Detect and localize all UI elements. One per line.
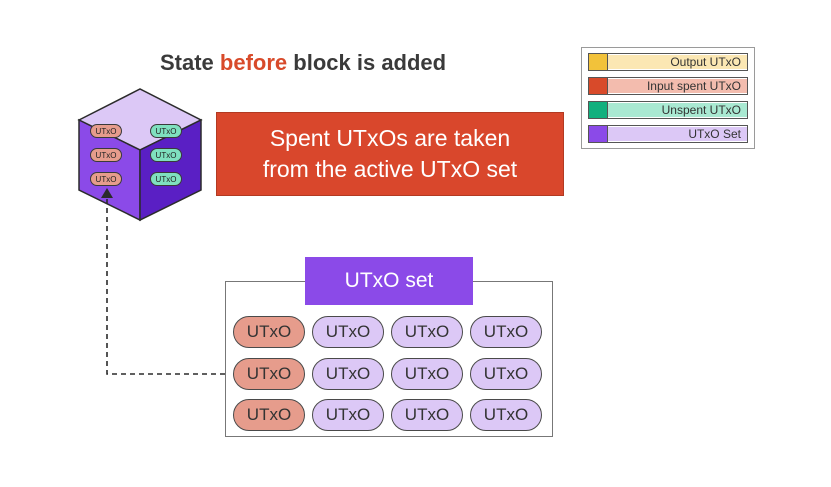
utxo-pill-unspent: UTxO <box>312 316 384 348</box>
cube-utxo-unspent: UTxO <box>150 172 182 186</box>
legend-item-unspent: Unspent UTxO <box>588 101 748 119</box>
title-prefix: State <box>160 50 220 75</box>
utxo-pill-unspent: UTxO <box>312 399 384 431</box>
legend-label-unspent: Unspent UTxO <box>608 103 747 117</box>
diagram-title: State before block is added <box>160 50 446 76</box>
legend: Output UTxO Input spent UTxO Unspent UTx… <box>581 47 755 149</box>
legend-item-output: Output UTxO <box>588 53 748 71</box>
utxo-pill-unspent: UTxO <box>391 358 463 390</box>
cube-utxo-spent: UTxO <box>90 172 122 186</box>
cube-utxo-spent: UTxO <box>90 148 122 162</box>
legend-item-input-spent: Input spent UTxO <box>588 77 748 95</box>
utxo-pill-spent: UTxO <box>233 358 305 390</box>
legend-label-output: Output UTxO <box>608 55 747 69</box>
utxo-set-header: UTxO set <box>305 257 473 305</box>
legend-swatch-input-spent <box>589 78 608 94</box>
title-suffix: block is added <box>287 50 447 75</box>
legend-swatch-output <box>589 54 608 70</box>
legend-label-utxo-set: UTxO Set <box>608 127 747 141</box>
title-highlight: before <box>219 50 288 75</box>
legend-swatch-utxo-set <box>589 126 608 142</box>
spent-callout: Spent UTxOs are taken from the active UT… <box>216 112 564 196</box>
cube-utxo-unspent: UTxO <box>150 124 182 138</box>
utxo-pill-unspent: UTxO <box>312 358 384 390</box>
utxo-pill-spent: UTxO <box>233 316 305 348</box>
legend-label-input-spent: Input spent UTxO <box>608 79 747 93</box>
utxo-pill-unspent: UTxO <box>470 316 542 348</box>
callout-line-2: from the active UTxO set <box>262 156 518 182</box>
utxo-pill-unspent: UTxO <box>470 358 542 390</box>
utxo-pill-spent: UTxO <box>233 399 305 431</box>
utxo-pill-unspent: UTxO <box>391 399 463 431</box>
legend-swatch-unspent <box>589 102 608 118</box>
legend-item-utxo-set: UTxO Set <box>588 125 748 143</box>
utxo-pill-unspent: UTxO <box>470 399 542 431</box>
utxo-pill-unspent: UTxO <box>391 316 463 348</box>
cube-utxo-unspent: UTxO <box>150 148 182 162</box>
cube-utxo-spent: UTxO <box>90 124 122 138</box>
callout-line-1: Spent UTxOs are taken <box>269 125 511 151</box>
connector-arrowhead <box>101 188 113 198</box>
spent-connector-line <box>106 198 234 375</box>
